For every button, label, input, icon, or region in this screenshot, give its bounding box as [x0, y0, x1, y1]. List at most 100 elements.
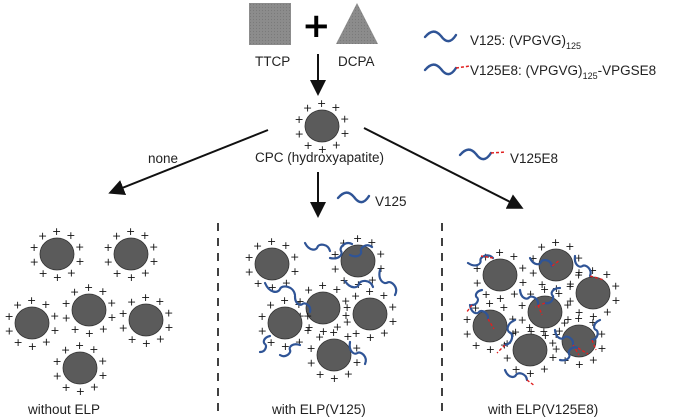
positive-charge: +: [471, 302, 480, 315]
positive-charge: +: [566, 294, 575, 307]
positive-charge: +: [315, 331, 324, 344]
positive-charge: +: [14, 336, 23, 349]
e8-tail-icon: [455, 65, 471, 69]
positive-charge: +: [344, 367, 353, 380]
v125-branch-label: V125: [375, 194, 407, 209]
positive-charge: +: [127, 271, 136, 284]
elp-strand: [348, 340, 367, 366]
positive-charge: +: [482, 288, 491, 301]
positive-charge: +: [294, 113, 303, 126]
cpc-particle: ++++++++++: [294, 97, 349, 156]
positive-charge: +: [98, 285, 107, 298]
positive-charge: +: [27, 294, 36, 307]
positive-charge: +: [303, 102, 312, 115]
positive-charge: +: [563, 299, 572, 312]
positive-charge: +: [554, 287, 563, 300]
positive-charge: +: [316, 368, 325, 381]
positive-charge: +: [53, 369, 62, 382]
positive-charge: +: [140, 229, 149, 242]
positive-charge: +: [597, 342, 606, 355]
positive-charge: +: [574, 266, 583, 279]
positive-charge: +: [526, 288, 535, 301]
positive-charge: +: [330, 372, 339, 385]
positive-charge: +: [352, 327, 361, 340]
positive-charge: +: [306, 342, 315, 355]
positive-charge: +: [50, 324, 59, 337]
positive-charge: +: [529, 266, 538, 279]
positive-charge: +: [343, 330, 352, 343]
positive-charge: +: [155, 295, 164, 308]
positive-charge: +: [62, 311, 71, 324]
positive-charge: +: [295, 295, 304, 308]
positive-charge: +: [295, 127, 304, 140]
particle-4: ++++++++++: [4, 294, 59, 353]
particle-body: [39, 237, 75, 271]
particle-1: ++++++++++: [29, 225, 84, 284]
positive-charge: +: [257, 310, 266, 323]
positive-charge: +: [61, 344, 70, 357]
positive-charge: +: [525, 321, 534, 334]
positive-charge: +: [331, 262, 340, 275]
positive-charge: +: [597, 328, 606, 341]
positive-charge: +: [318, 279, 327, 292]
particle-body: [305, 291, 341, 325]
positive-charge: +: [41, 298, 50, 311]
positive-charge: +: [602, 268, 611, 281]
elp-strand: [543, 286, 562, 305]
e8-tail: [526, 379, 536, 387]
positive-charge: +: [103, 241, 112, 254]
positive-charge: +: [341, 309, 350, 322]
positive-charge: +: [107, 311, 116, 324]
ttcp-square-icon: [249, 3, 291, 45]
positive-charge: +: [89, 343, 98, 356]
positive-charge: +: [574, 269, 583, 282]
positive-charge: +: [67, 266, 76, 279]
positive-charge: +: [575, 358, 584, 371]
positive-charge: +: [555, 324, 564, 337]
particle-2: ++++++++++: [103, 225, 158, 284]
particle-body: [304, 109, 340, 143]
positive-charge: +: [528, 252, 537, 265]
positive-charge: +: [509, 250, 518, 263]
elp-strand: [293, 294, 312, 314]
positive-charge: +: [511, 326, 520, 339]
positive-charge: +: [62, 381, 71, 394]
positive-charge: +: [495, 246, 504, 259]
particle-3: ++++++++++: [61, 281, 116, 340]
positive-charge: +: [499, 301, 508, 314]
none-label: none: [148, 151, 178, 166]
positive-charge: +: [99, 322, 108, 335]
positive-charge: +: [551, 236, 560, 249]
positive-charge: +: [510, 287, 519, 300]
elp-strand: [328, 242, 354, 260]
e8-tail: [551, 259, 561, 267]
positive-charge: +: [539, 325, 548, 338]
positive-charge: +: [52, 355, 61, 368]
positive-charge: +: [84, 281, 93, 294]
positive-charge: +: [518, 313, 527, 326]
elp-strand: [573, 254, 592, 278]
elp-strand: [553, 328, 575, 347]
positive-charge: +: [29, 241, 38, 254]
positive-charge: +: [90, 380, 99, 393]
panel-with-elp-v125e8: ++++++++++++++++++++++++++++++++++++++++…: [462, 236, 621, 387]
positive-charge: +: [473, 276, 482, 289]
positive-charge: +: [4, 310, 13, 323]
e8-tail: [534, 302, 546, 308]
positive-charge: +: [472, 339, 481, 352]
positive-charge: +: [39, 267, 48, 280]
positive-charge: +: [42, 335, 51, 348]
positive-charge: +: [142, 337, 151, 350]
positive-charge: +: [52, 225, 61, 238]
particle-body: [538, 248, 574, 282]
particle-5: ++++++++++: [342, 285, 397, 344]
positive-charge: +: [343, 315, 352, 328]
particle-3: ++++++++++: [565, 264, 620, 323]
positive-charge: +: [331, 101, 340, 114]
elp-strand: [258, 334, 272, 354]
positive-charge: +: [149, 241, 158, 254]
positive-charge: +: [367, 236, 376, 249]
particle-1: ++++++++++: [472, 246, 527, 305]
elp-strand: [518, 288, 540, 307]
